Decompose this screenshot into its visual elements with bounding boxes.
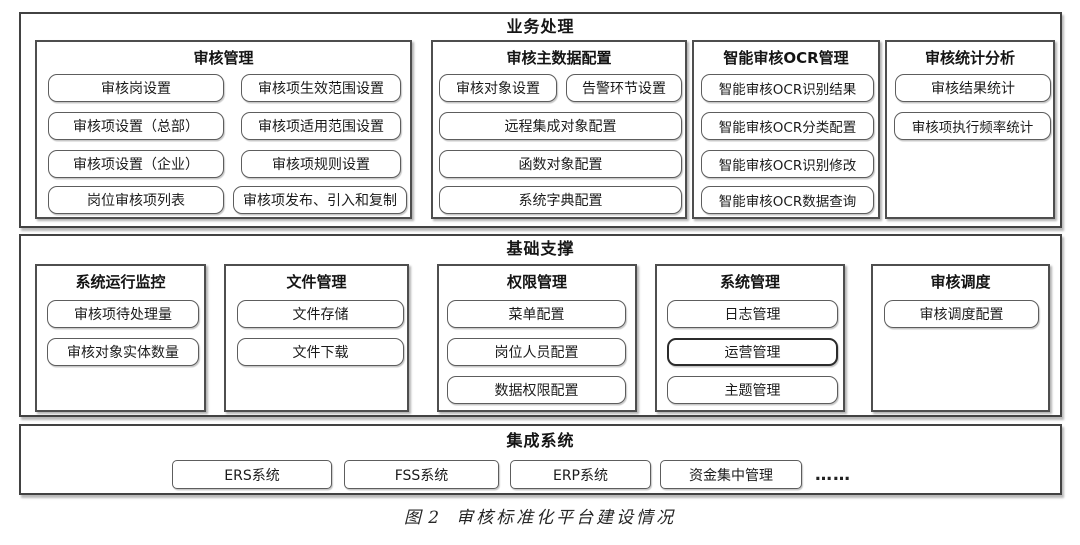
module-box: 审核项适用范围设置 xyxy=(241,112,401,140)
module-box: 告警环节设置 xyxy=(566,74,682,102)
module-box: 智能审核OCR识别修改 xyxy=(701,150,874,178)
module-box: ERP系统 xyxy=(510,460,651,489)
module-box: 审核项设置（企业） xyxy=(48,150,224,178)
module-box: ERS系统 xyxy=(172,460,332,489)
module-box: 岗位人员配置 xyxy=(447,338,626,366)
module-box: 菜单配置 xyxy=(447,300,626,328)
group-title: 系统运行监控 xyxy=(75,273,166,291)
module-box: 远程集成对象配置 xyxy=(439,112,682,140)
module-box: 审核项设置（总部） xyxy=(48,112,224,140)
module-box: 审核项发布、引入和复制 xyxy=(233,186,407,214)
module-box: 审核结果统计 xyxy=(895,74,1051,102)
section-title-business: 业务处理 xyxy=(506,17,575,36)
module-box: 文件存储 xyxy=(237,300,404,328)
section-foundation-support: 基础支撑 系统运行监控 审核项待处理量 审核对象实体数量 文件管理 文件存储 文… xyxy=(19,234,1062,417)
section-integration-systems: 集成系统 ERS系统 FSS系统 ERP系统 资金集中管理 …… xyxy=(19,424,1062,495)
group-audit-master-data-config: 审核主数据配置 审核对象设置 告警环节设置 远程集成对象配置 函数对象配置 系统… xyxy=(431,40,687,219)
group-title: 审核调度 xyxy=(930,273,991,291)
module-box-emphasized: 运营管理 xyxy=(667,338,838,366)
module-box: 审核项执行频率统计 xyxy=(894,112,1051,140)
group-title: 审核统计分析 xyxy=(924,49,1015,67)
module-box: 智能审核OCR数据查询 xyxy=(701,186,874,214)
section-title-integration: 集成系统 xyxy=(506,431,575,450)
module-box: 智能审核OCR分类配置 xyxy=(701,112,874,140)
group-file-management: 文件管理 文件存储 文件下载 xyxy=(224,264,409,412)
module-box: 数据权限配置 xyxy=(447,376,626,404)
group-intelligent-audit-ocr-management: 智能审核OCR管理 智能审核OCR识别结果 智能审核OCR分类配置 智能审核OC… xyxy=(692,40,880,219)
group-title: 审核主数据配置 xyxy=(506,49,612,67)
group-title: 审核管理 xyxy=(193,49,254,67)
module-box: 审核调度配置 xyxy=(884,300,1039,328)
module-box: 智能审核OCR识别结果 xyxy=(701,74,874,102)
module-box: 审核岗设置 xyxy=(48,74,224,102)
module-box: 资金集中管理 xyxy=(660,460,802,489)
group-system-operation-monitoring: 系统运行监控 审核项待处理量 审核对象实体数量 xyxy=(35,264,206,412)
more-systems-ellipsis: …… xyxy=(815,464,851,485)
group-title: 系统管理 xyxy=(719,273,780,291)
module-box: 审核对象设置 xyxy=(439,74,557,102)
module-box: 函数对象配置 xyxy=(439,150,682,178)
module-box: 文件下载 xyxy=(237,338,404,366)
section-title-foundation: 基础支撑 xyxy=(506,239,575,258)
group-title: 权限管理 xyxy=(506,273,567,291)
module-box: 日志管理 xyxy=(667,300,838,328)
module-box: 系统字典配置 xyxy=(439,186,682,214)
group-audit-scheduling: 审核调度 审核调度配置 xyxy=(871,264,1050,412)
group-audit-management: 审核管理 审核岗设置 审核项生效范围设置 审核项设置（总部） 审核项适用范围设置… xyxy=(35,40,412,219)
figure-title: 审核标准化平台建设情况 xyxy=(456,508,677,528)
group-audit-statistics-analysis: 审核统计分析 审核结果统计 审核项执行频率统计 xyxy=(885,40,1055,219)
module-box: 审核项生效范围设置 xyxy=(241,74,401,102)
module-box: 审核项规则设置 xyxy=(241,150,401,178)
group-title: 文件管理 xyxy=(286,273,347,291)
figure-label: 图 2 xyxy=(403,508,441,528)
module-box: 主题管理 xyxy=(667,376,838,404)
module-box: 岗位审核项列表 xyxy=(48,186,224,214)
group-title: 智能审核OCR管理 xyxy=(723,49,849,67)
group-permission-management: 权限管理 菜单配置 岗位人员配置 数据权限配置 xyxy=(437,264,637,412)
module-box: 审核项待处理量 xyxy=(47,300,199,328)
section-business-processing: 业务处理 审核管理 审核岗设置 审核项生效范围设置 审核项设置（总部） 审核项适… xyxy=(19,12,1062,228)
module-box: FSS系统 xyxy=(344,460,499,489)
group-system-management: 系统管理 日志管理 运营管理 主题管理 xyxy=(655,264,845,412)
figure-caption: 图 2 审核标准化平台建设情况 xyxy=(0,503,1080,528)
module-box: 审核对象实体数量 xyxy=(47,338,199,366)
